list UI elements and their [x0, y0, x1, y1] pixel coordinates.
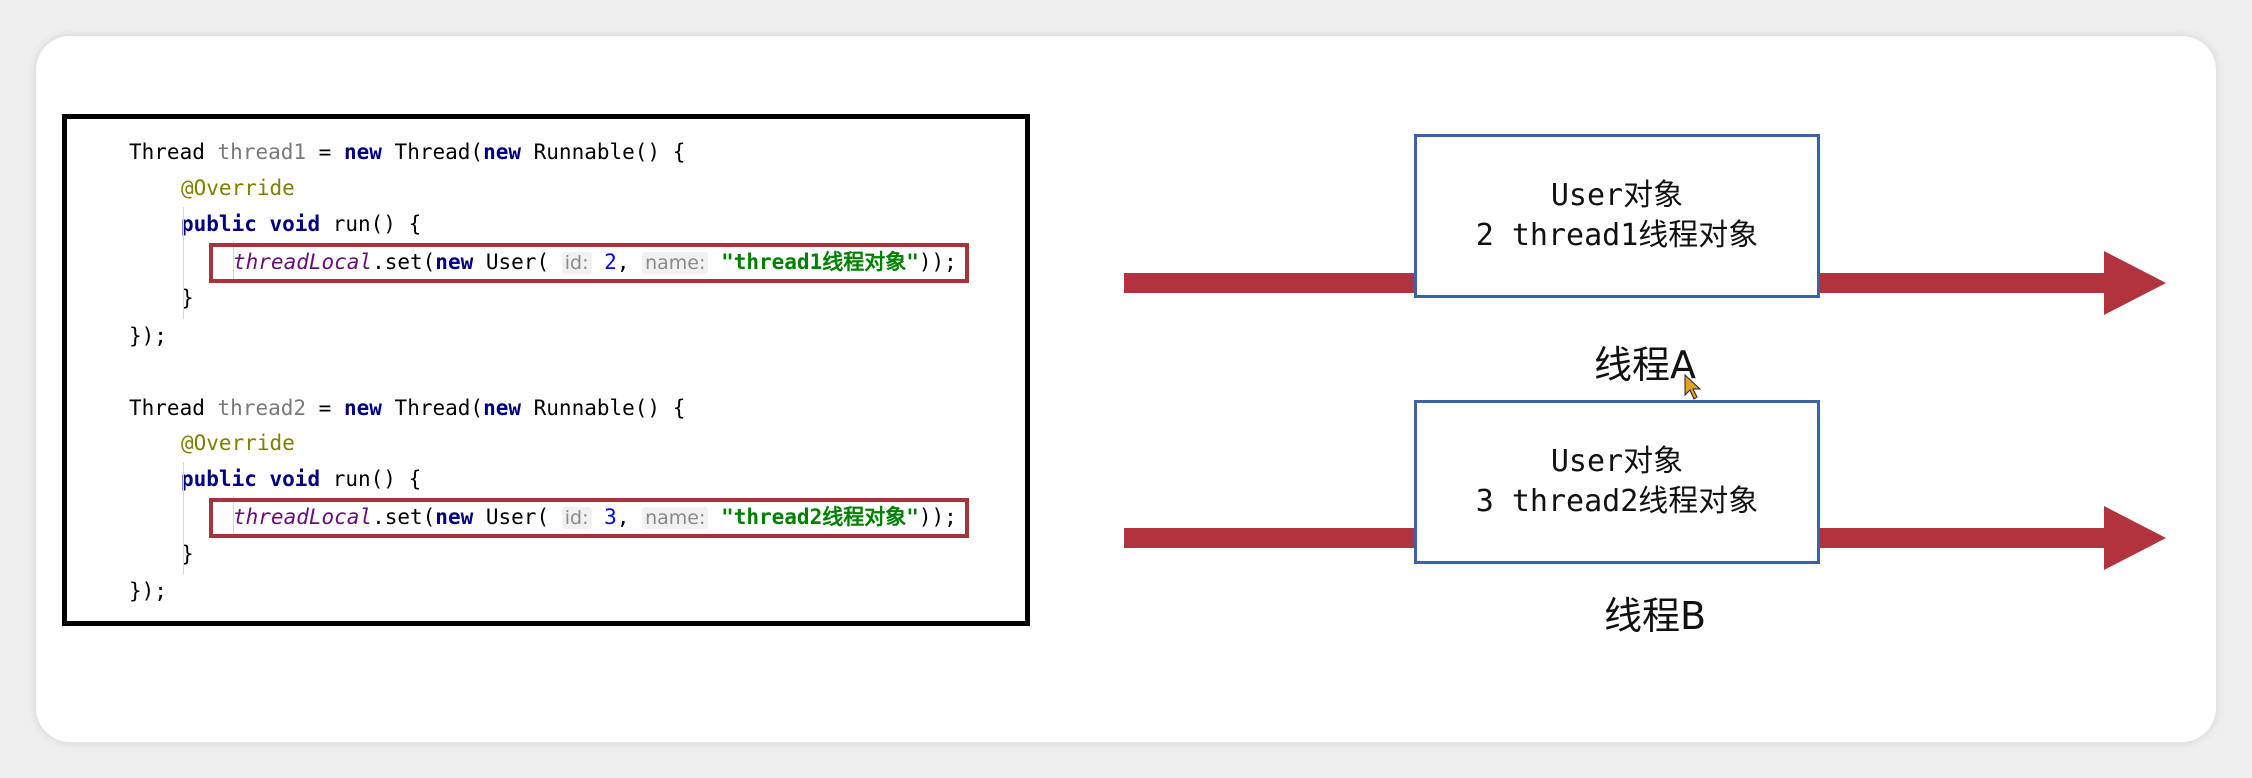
highlight-box-thread1 [209, 243, 969, 283]
user-ctor: User( [473, 505, 562, 529]
code-line-close-all: }); [129, 579, 167, 603]
kw-new: new [435, 250, 474, 274]
user-box-title: User对象 [1550, 444, 1684, 479]
runnable-ctor: Runnable() { [521, 140, 686, 164]
name-value: "thread2线程对象" [721, 505, 919, 529]
kw-void: void [269, 467, 321, 491]
thread-ctor: Thread( [381, 140, 484, 164]
code-line-set-user: threadLocal.set(new User( id: 2, name: "… [233, 245, 957, 279]
code-line-thread1-decl: Thread thread1 = new Thread(new Runnable… [129, 135, 685, 169]
code-line-close-run: } [181, 542, 194, 566]
run-signature: run() { [320, 212, 422, 236]
field-threadlocal: threadLocal [233, 250, 373, 274]
highlight-box-thread2 [209, 498, 969, 538]
equals: = [306, 396, 344, 420]
comma: , [616, 250, 643, 274]
code-line-override: @Override [181, 431, 295, 455]
indent-guide [233, 496, 234, 536]
id-value: 2 [604, 250, 617, 274]
code-line-close-all: }); [129, 324, 167, 348]
equals: = [306, 140, 344, 164]
user-ctor: User( [473, 250, 562, 274]
param-hint-id: id: [561, 507, 592, 529]
kw-void: void [269, 212, 321, 236]
user-box-value: 3 thread2线程对象 [1475, 484, 1759, 519]
close-call: )); [918, 250, 957, 274]
comma: , [616, 505, 643, 529]
code-line-override: @Override [181, 176, 295, 200]
kw-public: public [181, 467, 257, 491]
user-box-value: 2 thread1线程对象 [1475, 218, 1759, 253]
thread-ctor: Thread( [381, 396, 484, 420]
type-thread: Thread [129, 396, 205, 420]
set-call: .set( [372, 250, 436, 274]
type-thread: Thread [129, 140, 205, 164]
user-box-title: User对象 [1550, 178, 1684, 213]
thread-a-label: 线程A [1594, 343, 1696, 387]
thread-b-label: 线程B [1604, 594, 1707, 638]
mouse-pointer-icon [1684, 374, 1702, 400]
indent-guide [183, 207, 184, 319]
param-hint-id: id: [561, 252, 592, 274]
kw-new: new [343, 140, 382, 164]
field-threadlocal: threadLocal [233, 505, 373, 529]
user-object-box-a: User对象 2 thread1线程对象 [1414, 134, 1820, 298]
close-call: )); [918, 505, 957, 529]
name-value: "thread1线程对象" [721, 250, 919, 274]
indent-guide [233, 241, 234, 281]
user-object-box-b: User对象 3 thread2线程对象 [1414, 400, 1820, 564]
set-call: .set( [372, 505, 436, 529]
param-hint-name: name: [642, 507, 709, 529]
kw-new: new [483, 396, 521, 420]
code-panel: Thread thread1 = new Thread(new Runnable… [62, 114, 1030, 626]
var-thread2: thread2 [217, 396, 307, 420]
code-line-set-user: threadLocal.set(new User( id: 3, name: "… [233, 500, 957, 534]
code-line-thread2-decl: Thread thread2 = new Thread(new Runnable… [129, 391, 685, 425]
run-signature: run() { [320, 467, 422, 491]
kw-new: new [343, 396, 382, 420]
indent-guide [183, 462, 184, 574]
code-line-close-run: } [181, 286, 194, 310]
code-line-run: public void run() { [181, 462, 421, 496]
param-hint-name: name: [642, 252, 709, 274]
code-line-run: public void run() { [181, 207, 421, 241]
kw-public: public [181, 212, 257, 236]
kw-new: new [435, 505, 474, 529]
var-thread1: thread1 [217, 140, 307, 164]
id-value: 3 [604, 505, 617, 529]
runnable-ctor: Runnable() { [521, 396, 686, 420]
kw-new: new [483, 140, 521, 164]
